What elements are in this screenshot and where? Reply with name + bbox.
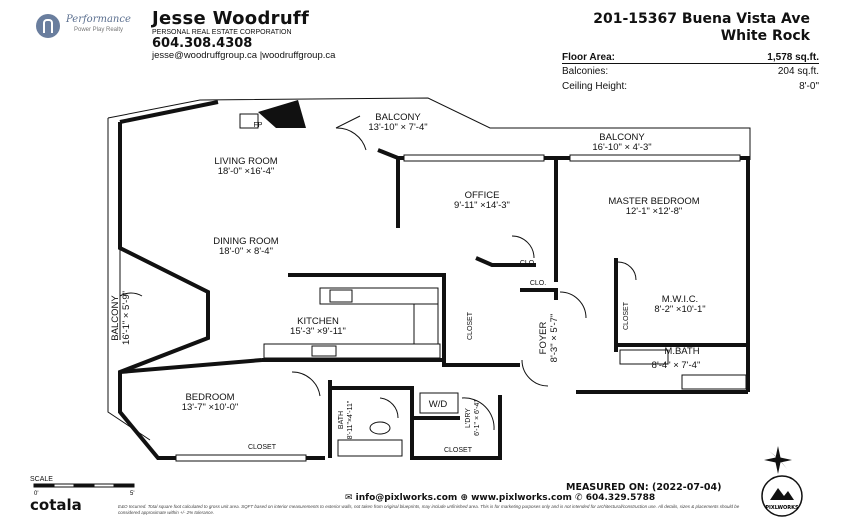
scale-zero: 0' [34, 491, 38, 497]
balcony-right-name: BALCONY [599, 132, 645, 143]
bedroom-dims: 13'-7" ×10'-0" [182, 402, 239, 413]
foyer-dims: 8'-3" × 5'-7" [549, 314, 560, 363]
north-arrow-icon [764, 446, 792, 474]
kitchen-range [329, 289, 353, 303]
door-swing-balcony [335, 127, 367, 151]
closet-label-ldry: CLOSET [444, 447, 473, 454]
disclaimer: E&O Incurred. Total square foot calculat… [118, 504, 740, 515]
balcony-railing-top [107, 97, 751, 160]
stat-floor-area: Floor Area: 1,578 sq.ft. [562, 52, 819, 64]
balcony-top-dims: 13'-10" × 7'-4" [368, 122, 427, 133]
mbath-dims: 8'-4" × 7'-4" [652, 360, 701, 371]
door-swing-mwic [617, 261, 637, 281]
master-bedroom-dims: 12'-1" ×12'-8" [626, 206, 683, 217]
office-name: OFFICE [465, 190, 500, 201]
ldry-name: L'DRY [465, 408, 472, 428]
stat-label: Floor Area: [562, 52, 615, 63]
wall-exterior-top [119, 100, 219, 124]
scale-bar [33, 483, 135, 488]
dining-room-dims: 18'-0" × 8'-4" [219, 246, 273, 257]
wd-label: W/D [429, 399, 448, 410]
wall-exterior-left [118, 122, 325, 460]
measured-on: MEASURED ON: (2022-07-04) [566, 482, 722, 493]
balcony-right-dims: 16'-10" × 4'-3" [592, 142, 651, 153]
stat-value: 8'-0" [799, 81, 819, 92]
closet-label-bedroom: CLOSET [248, 444, 277, 451]
mbath-vanity [619, 349, 669, 365]
stat-label: Ceiling Height: [562, 81, 628, 92]
brand-logo-icon [36, 14, 60, 38]
kitchen-island [413, 303, 439, 345]
kitchen-counter-top [319, 287, 439, 305]
door-swing-office [511, 235, 535, 259]
mbath-tub [681, 374, 747, 390]
stat-value: 204 sq.ft. [777, 66, 819, 77]
wall-foyer [520, 288, 558, 300]
balcony-left-name: BALCONY [110, 295, 121, 341]
pixlworks-contact: ✉ info@pixlworks.com ⊕ www.pixlworks.com… [345, 493, 656, 503]
agent-corp: PERSONAL REAL ESTATE CORPORATION [152, 29, 292, 36]
door-swing-bedroom [291, 371, 321, 397]
stat-balconies: Balconies: 204 sq.ft. [562, 66, 819, 77]
living-room-dims: 18'-0" ×16'-4" [218, 166, 275, 177]
mwic-name: M.W.I.C. [662, 294, 698, 305]
wall-kitchen-top [288, 273, 446, 292]
wall-bedroom-top [119, 358, 263, 374]
scale-label: SCALE [30, 476, 53, 483]
closet-label-mwic: CLOSET [623, 301, 630, 330]
kitchen-counter-bottom [263, 343, 441, 359]
door-swing-bath [379, 397, 399, 419]
kitchen-dims: 15'-3" ×9'-11" [290, 326, 346, 337]
closet-label-clo2: CLO. [530, 280, 546, 287]
balcony-railing-left [107, 118, 151, 441]
agent-name: Jesse Woodruff [152, 8, 310, 29]
office-dims: 9'-11" ×14'-3" [454, 200, 510, 211]
toilet-icon [369, 421, 391, 435]
wd-box [419, 392, 459, 414]
pixlworks-logo-icon: PIXLWORKS [761, 475, 803, 517]
kitchen-sink [311, 345, 337, 357]
kitchen-name: KITCHEN [297, 316, 339, 327]
address-line2: White Rock [720, 28, 810, 44]
address-line1: 201-15367 Buena Vista Ave [593, 11, 810, 27]
brand-tagline: Power Play Realty [74, 27, 124, 33]
pixlworks-logo-text: PIXLWORKS [765, 505, 799, 511]
bedroom-name: BEDROOM [185, 392, 234, 403]
agent-phone: 604.308.4308 [152, 36, 253, 51]
master-bedroom-name: MASTER BEDROOM [608, 196, 699, 207]
fireplace-icon [258, 100, 306, 128]
bath-tub [337, 439, 403, 457]
mbath-name: M.BATH [664, 346, 699, 357]
fireplace-label: FP [254, 122, 263, 129]
ldry-dims: 6'-1" × 6'-4" [474, 400, 481, 436]
door-swing-balcony-left [119, 292, 143, 297]
stat-value: 1,578 sq.ft. [767, 52, 819, 63]
balcony-left-dims: 16'-1" × 5'-9" [121, 291, 132, 345]
living-room-name: LIVING ROOM [214, 156, 277, 167]
cotala-logo: cotala [30, 496, 82, 514]
stat-ceiling: Ceiling Height: 8'-0" [562, 81, 819, 92]
door-swing-ldry [461, 397, 495, 431]
brand-name: Performance [66, 14, 131, 25]
door-swing-foyer-2 [521, 359, 549, 387]
balcony-top-name: BALCONY [375, 112, 421, 123]
dining-room-name: DINING ROOM [213, 236, 279, 247]
stat-label: Balconies: [562, 66, 609, 77]
agent-web: jesse@woodruffgroup.ca |woodruffgroup.ca [152, 50, 336, 61]
mwic-dims: 8'-2" ×10'-1" [654, 304, 705, 315]
foyer-name: FOYER [538, 322, 549, 355]
wall-office-bottom [475, 256, 536, 267]
door-swing-foyer [559, 291, 587, 319]
wall-kitchen-right [442, 292, 520, 367]
wall-bath [330, 386, 502, 460]
bath-name: BATH [338, 411, 345, 429]
closet-label-clo1: CLO. [520, 260, 536, 267]
closet-label-kitchen: CLOSET [467, 311, 474, 340]
scale-five: 5' [130, 491, 134, 497]
bath-dims: 8'-11"×4'-11" [347, 400, 354, 439]
